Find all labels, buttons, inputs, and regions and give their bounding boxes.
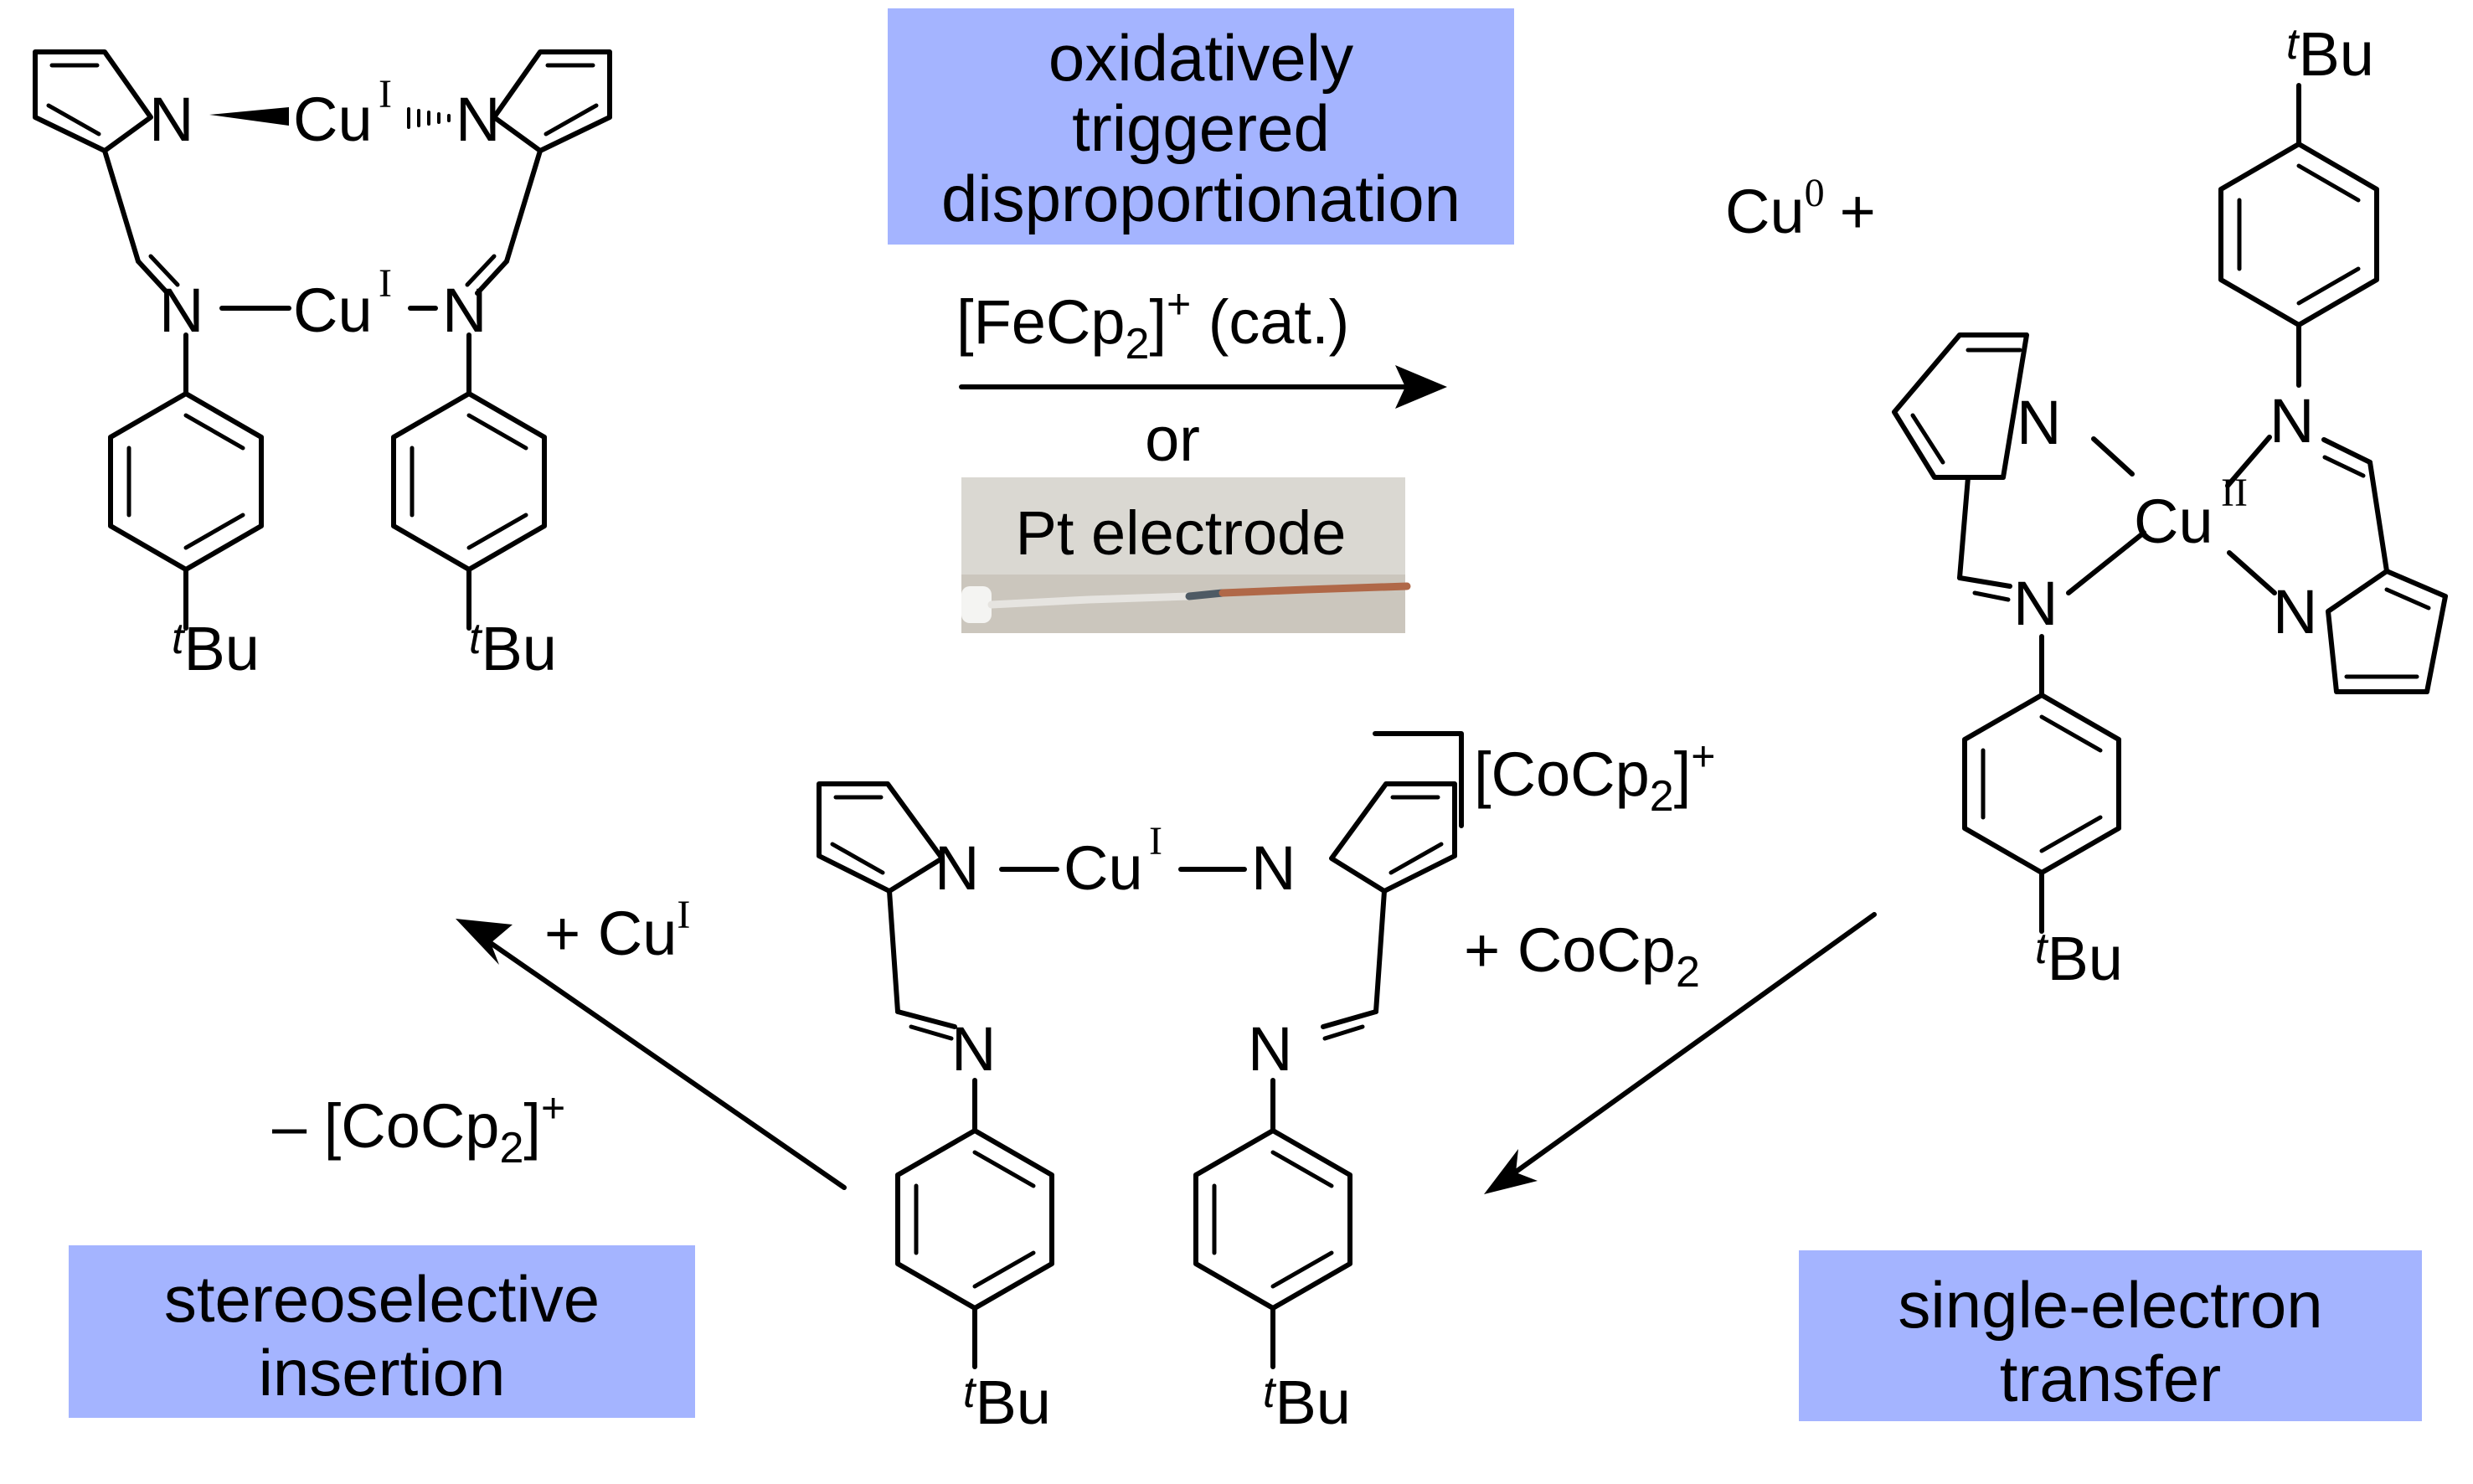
arrowhead-top <box>1395 365 1447 409</box>
arrow-right <box>1507 912 1877 1179</box>
pyrrole-ring-left <box>817 781 945 894</box>
ox-state-cu1: I <box>379 261 392 306</box>
atom-cu: Cu <box>293 85 373 154</box>
tbu-label: tBu <box>1263 1368 1351 1437</box>
charge-bracket <box>1373 731 1464 828</box>
benzene-ring-right <box>1193 1128 1352 1311</box>
atom-n: N <box>935 833 979 903</box>
highlight-box-right <box>1799 1250 2422 1421</box>
benzene-ring-bottom <box>1962 693 2121 875</box>
product-cu0: Cu0+ <box>1725 171 1876 246</box>
atom-n: N <box>2017 388 2061 457</box>
tbu-label: tBu <box>963 1368 1051 1437</box>
pyrrole-ring-right <box>2326 569 2448 694</box>
atom-n: N <box>456 85 500 154</box>
box-top-line3: disproportionation <box>941 162 1461 235</box>
reagent-ferrocenium: [FeCp2]+ (cat.) <box>956 281 1349 368</box>
wedge-bond <box>209 107 289 126</box>
cuprate-complex: N Cu I N N N tBu tBu [CoCp2]+ <box>817 731 1715 1437</box>
arrowhead-right <box>1484 1149 1538 1194</box>
benzene-ring-right <box>391 391 547 572</box>
box-right-line1: single-electron <box>1898 1268 2322 1342</box>
tbu-label: tBu <box>469 614 557 683</box>
reagent-cobaltocenium: – [CoCp2]+ <box>272 1085 565 1172</box>
atom-n: N <box>149 85 193 154</box>
electrode-photo <box>961 477 1411 633</box>
tbu-label: tBu <box>2286 19 2374 89</box>
dicopper-complex: N Cu I N N Cu I N tBu tBu <box>33 49 612 683</box>
box-left-line1: stereoselective <box>164 1262 600 1336</box>
pyrrole-ring-left <box>1892 332 2029 480</box>
atom-n: N <box>1251 833 1296 903</box>
atom-n: N <box>2269 386 2314 456</box>
box-top-line1: oxidatively <box>1048 21 1353 95</box>
reagent-cu1: + CuI <box>544 893 690 968</box>
atom-n: N <box>442 276 487 345</box>
atom-n: N <box>2273 577 2317 647</box>
ox-state-cu1: I <box>379 72 392 116</box>
hashed-bond <box>407 107 451 129</box>
pyrrole-ring-left <box>33 49 153 153</box>
box-right-line2: transfer <box>2000 1342 2221 1415</box>
cu2-complex: tBu N N Cu II N N <box>1892 19 2448 993</box>
atom-cu: Cu <box>2134 487 2213 556</box>
box-top-line2: triggered <box>1072 91 1330 165</box>
pyrrole-ring-right <box>492 49 612 153</box>
pyrrole-ring-right <box>1329 781 1457 894</box>
tbu-label: tBu <box>2035 924 2123 993</box>
atom-n: N <box>1248 1014 1292 1084</box>
arrow-left <box>483 937 847 1190</box>
atom-n: N <box>951 1014 996 1084</box>
reagent-cobaltocene: + CoCp2 <box>1464 915 1700 997</box>
ox-state-cu1: I <box>1149 819 1162 863</box>
atom-cu: Cu <box>1064 833 1143 903</box>
arrowhead-left <box>456 919 513 965</box>
highlight-box-left <box>69 1245 695 1418</box>
atom-n: N <box>159 276 204 345</box>
benzene-ring-left <box>108 391 264 572</box>
benzene-ring-top <box>2218 142 2379 327</box>
atom-n: N <box>2013 569 2058 638</box>
counter-ion: [CoCp2]+ <box>1474 733 1715 821</box>
benzene-ring-left <box>895 1128 1054 1311</box>
atom-cu: Cu <box>293 276 373 345</box>
electrode-label: Pt electrode <box>1016 498 1347 568</box>
or-text: or <box>1145 404 1200 474</box>
tbu-label: tBu <box>172 614 260 683</box>
box-left-line2: insertion <box>259 1336 506 1409</box>
highlight-box-top <box>888 8 1514 245</box>
